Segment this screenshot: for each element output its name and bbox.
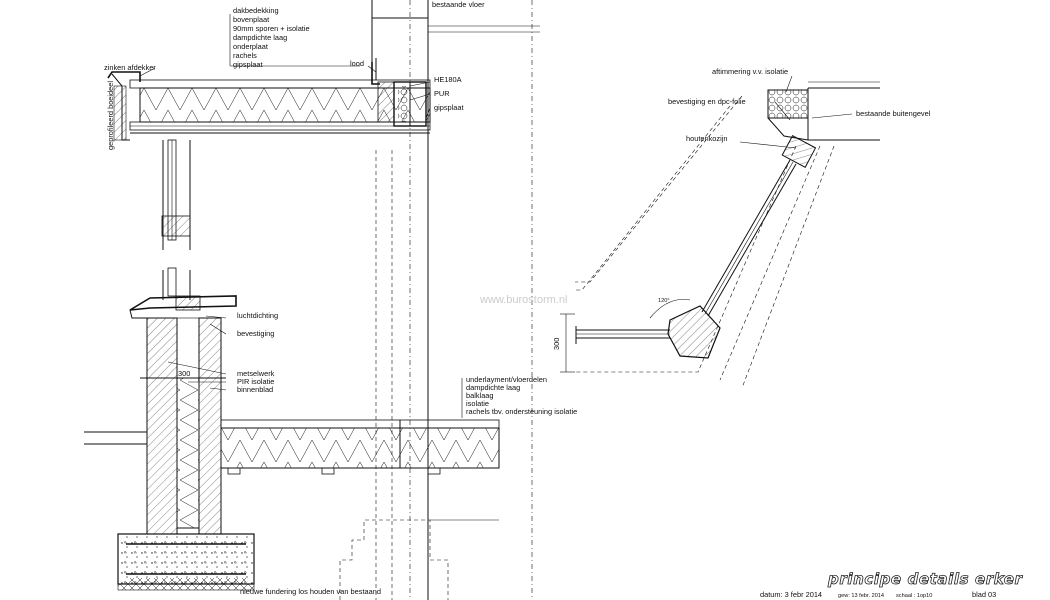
label-dim-300-left: 300 [178,369,190,378]
label-bovenplaat: bovenplaat [233,15,269,24]
label-dakbedekking: dakbedekking [233,6,279,15]
label-fundering: nieuwe fundering los houden van bestaand [240,587,381,596]
label-rachels: rachels [233,51,257,60]
label-pir: PIR isolatie [237,377,274,386]
title-block: principe details erker datum: 3 febr 201… [760,570,1024,599]
section-detail [84,0,540,600]
label-metselwerk: metselwerk [237,369,275,378]
label-gipsplaat-2: gipsplaat [434,103,464,112]
label-floor-0: underlayment/vloerdelen [466,375,547,384]
watermark: www.burostorm.nl [479,294,567,306]
label-aftimmering: aftimmering v.v. isolatie [712,67,788,76]
label-gew: gew: 13 febr. 2014 [838,593,884,599]
section-labels: zinken afdekker dakbedekking bovenplaat … [104,0,577,596]
label-houtenkozijn: houtenkozijn [686,134,728,143]
label-floor-3: isolatie [466,399,489,408]
label-floor-4: rachels tbv. ondersteuning isolatie [466,407,577,416]
label-floor-2: balklaag [466,391,494,400]
label-lood: lood [350,59,364,68]
drawing-title: principe details erker [827,570,1024,588]
label-zinken-afdekker: zinken afdekker [104,63,156,72]
plan-detail [560,81,880,389]
label-bestaande-vloer: bestaande vloer [432,0,485,9]
label-bevestiging-dpc: bevestiging en dpc-folie [668,97,746,106]
label-schaal: schaal : 1op10 [896,593,932,599]
label-dim-300-right: 300 [552,338,561,350]
label-binnenblad: binnenblad [237,385,273,394]
label-onderplaat: onderplaat [233,42,268,51]
label-dampdichte: dampdichte laag [233,33,287,42]
label-datum: datum: 3 febr 2014 [760,590,822,599]
plan-leaders [739,75,853,149]
label-angle: 120° [658,298,670,304]
label-pur: PUR [434,89,450,98]
section-leaders [139,14,463,418]
label-sporen: 90mm sporen + isolatie [233,24,310,33]
label-he180a: HE180A [434,75,462,84]
label-boeideel: geprofileerd boeideel [106,81,115,150]
plan-labels: aftimmering v.v. isolatie bevestiging en… [552,67,931,350]
label-floor-1: dampdichte laag [466,383,520,392]
label-buitengevel: bestaande buitengevel [856,109,931,118]
label-luchtdichting: luchtdichting [237,311,278,320]
label-gipsplaat: gipsplaat [233,60,263,69]
label-blad: blad 03 [972,590,996,599]
label-bevestiging: bevestiging [237,329,274,338]
